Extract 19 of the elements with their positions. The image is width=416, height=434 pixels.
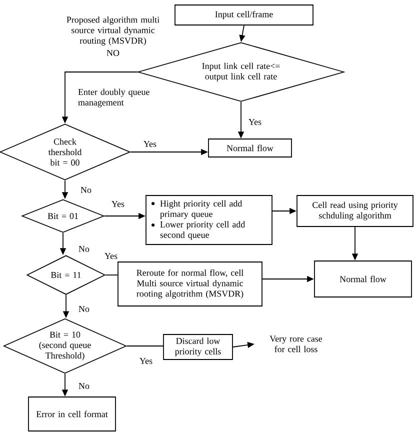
process-box: Normal flow <box>314 260 412 298</box>
process-box: Error in cell format <box>28 396 116 432</box>
edge-label: No <box>78 382 90 390</box>
process-box: Input cell/frame <box>174 4 314 26</box>
process-box: Discard low priority cells <box>163 334 233 360</box>
edge-label: Yes <box>138 357 154 365</box>
note-text: Very rore case for cell loss <box>270 336 322 352</box>
process-box: Hight priority cell add primary queue Lower priority cell add second queue <box>146 195 272 245</box>
edge-label: Yes <box>142 140 158 148</box>
note-text: NO <box>106 50 120 56</box>
process-box: Normal flow <box>208 138 292 158</box>
edge-label: No <box>78 305 90 313</box>
edge-label: Yes <box>103 252 119 260</box>
edge-label: Yes <box>247 118 263 126</box>
process-box: Cell read using priority schduling algorithm <box>296 195 414 227</box>
process-box: Reroute for normal flow, cell Multi source virtual dynamic rooting algotrithm (MSVDR) <box>118 262 262 306</box>
edge-label: Yes <box>110 200 126 208</box>
edge-label: No <box>80 186 92 194</box>
edge-label: No <box>78 245 90 253</box>
